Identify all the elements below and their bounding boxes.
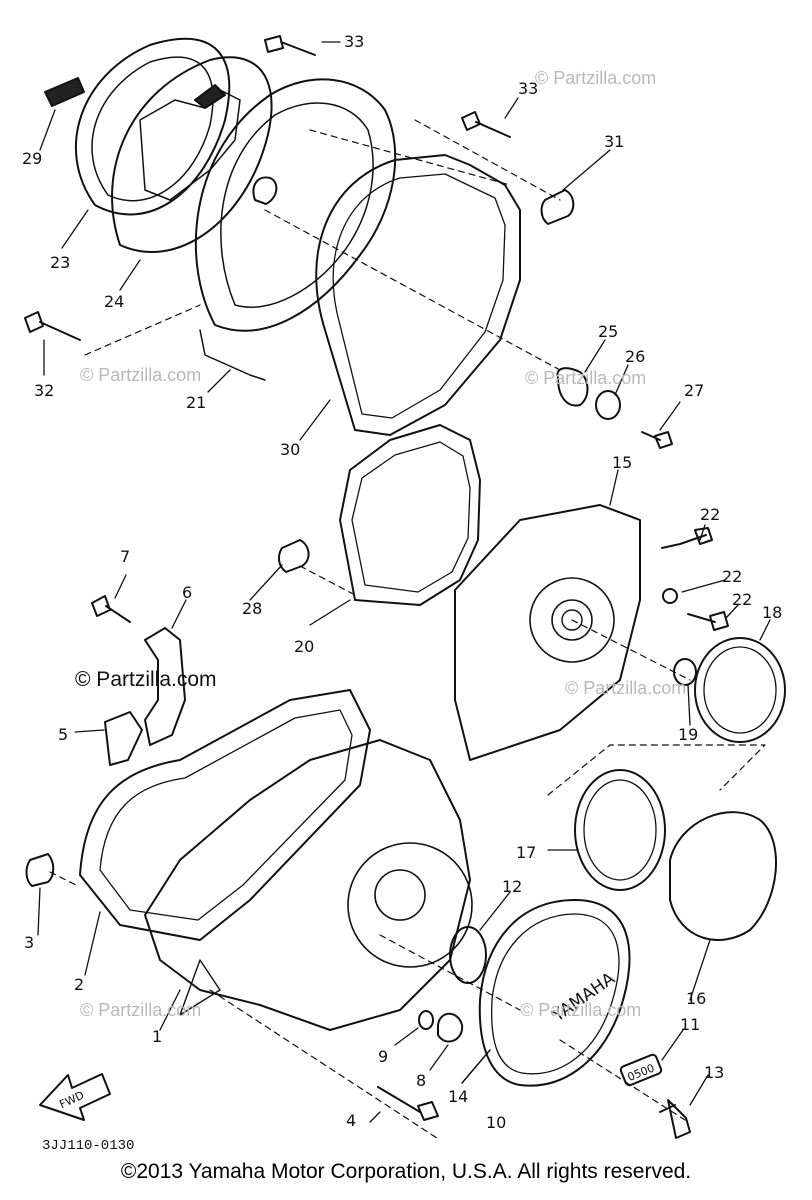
- callout-33-upper: 33: [518, 79, 538, 98]
- fwd-arrow-icon: [39, 1073, 111, 1121]
- watermark: © Partzilla.com: [565, 678, 687, 698]
- callout-30: 29: [22, 149, 42, 168]
- part-12-o-ring: [449, 926, 487, 984]
- part-4-bolt: [377, 1086, 439, 1121]
- callout-10: 10: [486, 1113, 506, 1132]
- watermark: © Partzilla.com: [520, 1000, 642, 1020]
- callout-9: 9: [378, 1047, 388, 1066]
- callout-25: 23: [50, 253, 70, 272]
- callout-15: 15: [612, 453, 632, 472]
- part-31-gasket: [315, 154, 521, 436]
- callout-19: 19: [678, 725, 698, 744]
- callout-13: 13: [704, 1063, 724, 1082]
- callout-4: 4: [346, 1111, 356, 1130]
- part-16-cap: [669, 811, 777, 941]
- part-22-bolt-upper: [661, 527, 713, 549]
- callout-28: 26: [625, 347, 645, 366]
- part-19-oil-seal: [673, 658, 697, 686]
- watermark: © Partzilla.com: [80, 365, 202, 385]
- part-6-bracket: [144, 627, 186, 746]
- callout-7: 7: [120, 547, 130, 566]
- part-17-ring: [574, 769, 666, 891]
- copyright-notice: ©2013 Yamaha Motor Corporation, U.S.A. A…: [120, 1160, 692, 1183]
- part-33-bolt-left: [24, 311, 81, 341]
- callout-31: 30: [280, 440, 300, 459]
- part-11-emblem: [619, 1053, 663, 1087]
- callout-22-upper: 22: [700, 505, 720, 524]
- callout-3: 3: [24, 933, 34, 952]
- watermark: © Partzilla.com: [535, 68, 657, 88]
- part-1-generator-cover: [144, 739, 471, 1031]
- part-8-plug: [437, 1012, 464, 1043]
- callout-34: 33: [344, 32, 364, 51]
- callout-33-left: 32: [34, 381, 54, 400]
- callout-2: 2: [74, 975, 84, 994]
- watermark-main: © Partzilla.com: [75, 668, 217, 691]
- watermark: © Partzilla.com: [80, 1000, 202, 1020]
- callout-23: 22: [722, 567, 742, 586]
- part-21-dowel: [277, 539, 310, 573]
- part-28-washer: [595, 390, 621, 420]
- part-22-bolt-lower: [687, 611, 729, 631]
- callout-18: 18: [762, 603, 782, 622]
- callout-16: 16: [686, 989, 706, 1008]
- callout-11: 11: [680, 1015, 700, 1034]
- part-25-gasket-ring: [74, 37, 231, 216]
- part-30-plate: [44, 77, 85, 107]
- diagram-code: 3JJ110-0130: [42, 1138, 135, 1154]
- callout-14: 14: [448, 1087, 468, 1106]
- callout-21: 28: [242, 599, 262, 618]
- part-34-bolt: [264, 35, 316, 56]
- part-32-dowel: [540, 189, 575, 225]
- part-26-cover-plate: [111, 56, 273, 253]
- callout-17: 17: [516, 843, 536, 862]
- callout-24: 21: [186, 393, 206, 412]
- callout-32: 31: [604, 132, 624, 151]
- watermark: © Partzilla.com: [525, 368, 647, 388]
- callout-5: 5: [58, 725, 68, 744]
- part-29-bolt: [641, 431, 673, 449]
- part-18-circlip: [694, 637, 786, 743]
- part-7-bolt: [91, 595, 131, 623]
- callout-12: 12: [502, 877, 522, 896]
- callout-1: 1: [152, 1027, 162, 1046]
- part-13-bolt: [659, 1099, 691, 1139]
- callout-22-lower: 22: [732, 590, 752, 609]
- part-20-gasket: [339, 424, 481, 606]
- part-33-bolt-upper: [461, 111, 511, 138]
- part-10-generator-outer-cover: [478, 899, 631, 1087]
- callout-27: 25: [598, 322, 618, 341]
- part-3-dowel: [25, 853, 55, 887]
- part-15-crankcase-cover: [454, 504, 641, 761]
- part-2-gasket: [79, 689, 371, 941]
- callout-6: 6: [182, 583, 192, 602]
- callout-26: 24: [104, 292, 124, 311]
- callout-29: 27: [684, 381, 704, 400]
- callout-8: 8: [416, 1071, 426, 1090]
- part-27-bushing: [556, 367, 589, 407]
- callout-20: 20: [294, 637, 314, 656]
- part-5-plate: [104, 711, 143, 766]
- part-9-o-ring: [418, 1010, 434, 1030]
- part-24-clutch-cover: [194, 78, 397, 332]
- part-23-o-ring: [662, 588, 678, 604]
